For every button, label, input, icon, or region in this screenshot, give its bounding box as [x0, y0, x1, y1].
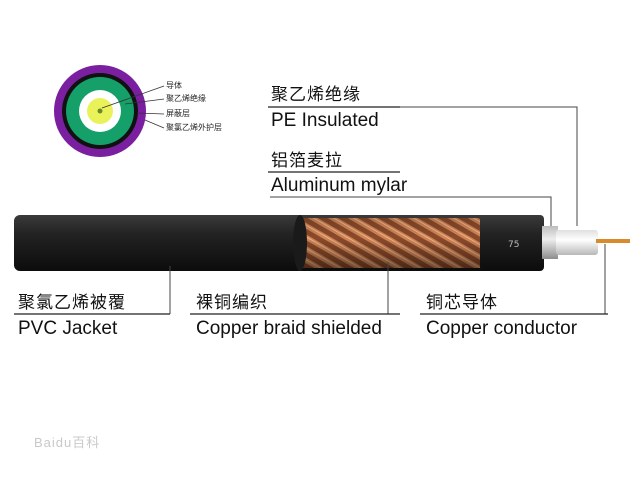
leader-line [101, 85, 165, 109]
conductor-label-en: Copper conductor [426, 318, 578, 339]
pe-insulation [556, 230, 598, 255]
cs-label-insulation: 聚乙烯绝缘 [166, 94, 206, 103]
jacket-label-en: PVC Jacket [18, 318, 118, 339]
watermark: Baidu百科 [34, 435, 101, 450]
label-underlines [14, 106, 608, 315]
conductor-label-cn: 铜芯导体 [426, 293, 498, 313]
aluminum-label-cn: 铝箔麦拉 [271, 151, 343, 171]
cable: 75 [14, 215, 630, 271]
pe-label-en: PE Insulated [271, 110, 379, 131]
cs-label-shield: 屏蔽层 [166, 109, 190, 118]
ring-center-dot [97, 108, 103, 114]
pe-label-cn: 聚乙烯绝缘 [271, 85, 361, 105]
leader-aluminum [270, 196, 552, 226]
cable-marking: 75 [508, 240, 519, 250]
aluminum-foil [542, 226, 558, 259]
cs-label-conductor: 导体 [166, 81, 182, 90]
cs-label-jacket: 聚氯乙烯外护层 [166, 123, 222, 132]
leader-line [136, 112, 165, 115]
jacket-end-segment [480, 215, 544, 271]
jacket-cut-edge [293, 215, 307, 271]
leader-line [144, 119, 165, 129]
braid-shading [300, 218, 515, 268]
jacket-label-cn: 聚氯乙烯被覆 [18, 293, 126, 313]
aluminum-label-en: Aluminum mylar [271, 175, 408, 196]
braid-label-en: Copper braid shielded [196, 318, 382, 339]
callout-lines [169, 106, 606, 314]
cross-section [54, 65, 165, 157]
braid-label-cn: 裸铜编织 [196, 293, 268, 313]
copper-conductor [596, 239, 630, 243]
leader-line [124, 98, 165, 105]
